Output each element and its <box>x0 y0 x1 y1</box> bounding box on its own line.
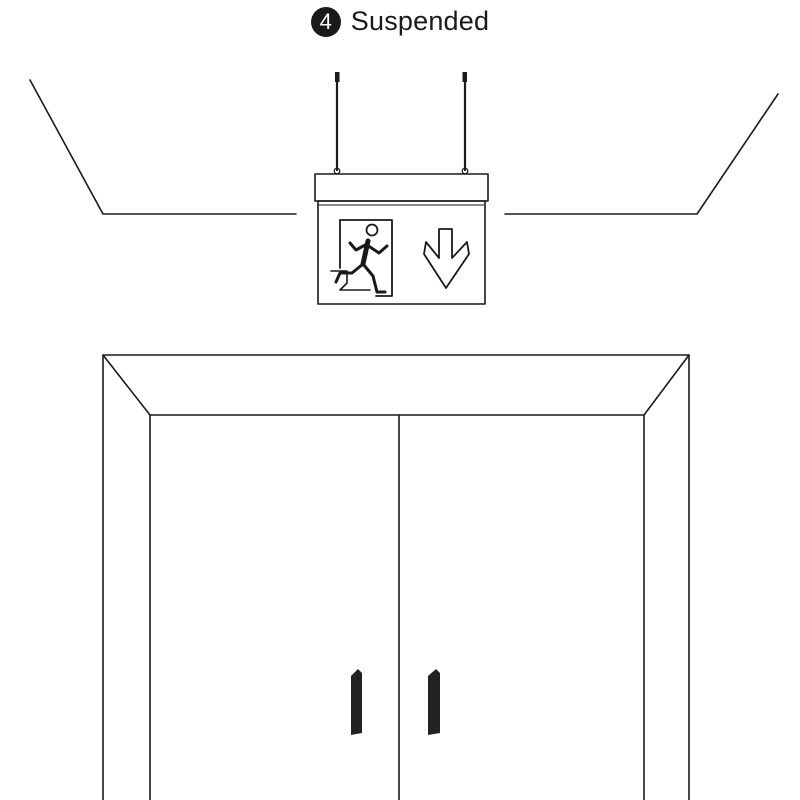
ceiling-right-edge <box>504 93 779 215</box>
ceiling <box>29 79 779 215</box>
door-frame-inner <box>149 414 645 800</box>
step-number-badge: 4 <box>310 6 341 37</box>
double-doors <box>351 414 440 800</box>
door-handle-right <box>428 669 440 735</box>
arrow-down-icon <box>423 228 470 289</box>
suspension-wires <box>333 72 469 175</box>
running-man-exit-icon <box>330 219 393 297</box>
exit-sign <box>314 173 489 305</box>
ceiling-left-edge <box>29 79 297 215</box>
exit-sign-housing <box>314 173 489 202</box>
exit-sign-panel <box>317 200 486 305</box>
door-frame <box>102 354 690 800</box>
door-frame-outer <box>102 354 690 800</box>
suspension-wire-left <box>333 72 341 175</box>
step-title: Suspended <box>350 6 490 36</box>
step-caption: 4 Suspended <box>0 6 800 37</box>
suspension-wire-right <box>461 72 469 175</box>
door-frame-corner-left <box>102 354 151 416</box>
door-handle-left <box>351 669 362 735</box>
door-frame-corner-right <box>643 354 690 416</box>
